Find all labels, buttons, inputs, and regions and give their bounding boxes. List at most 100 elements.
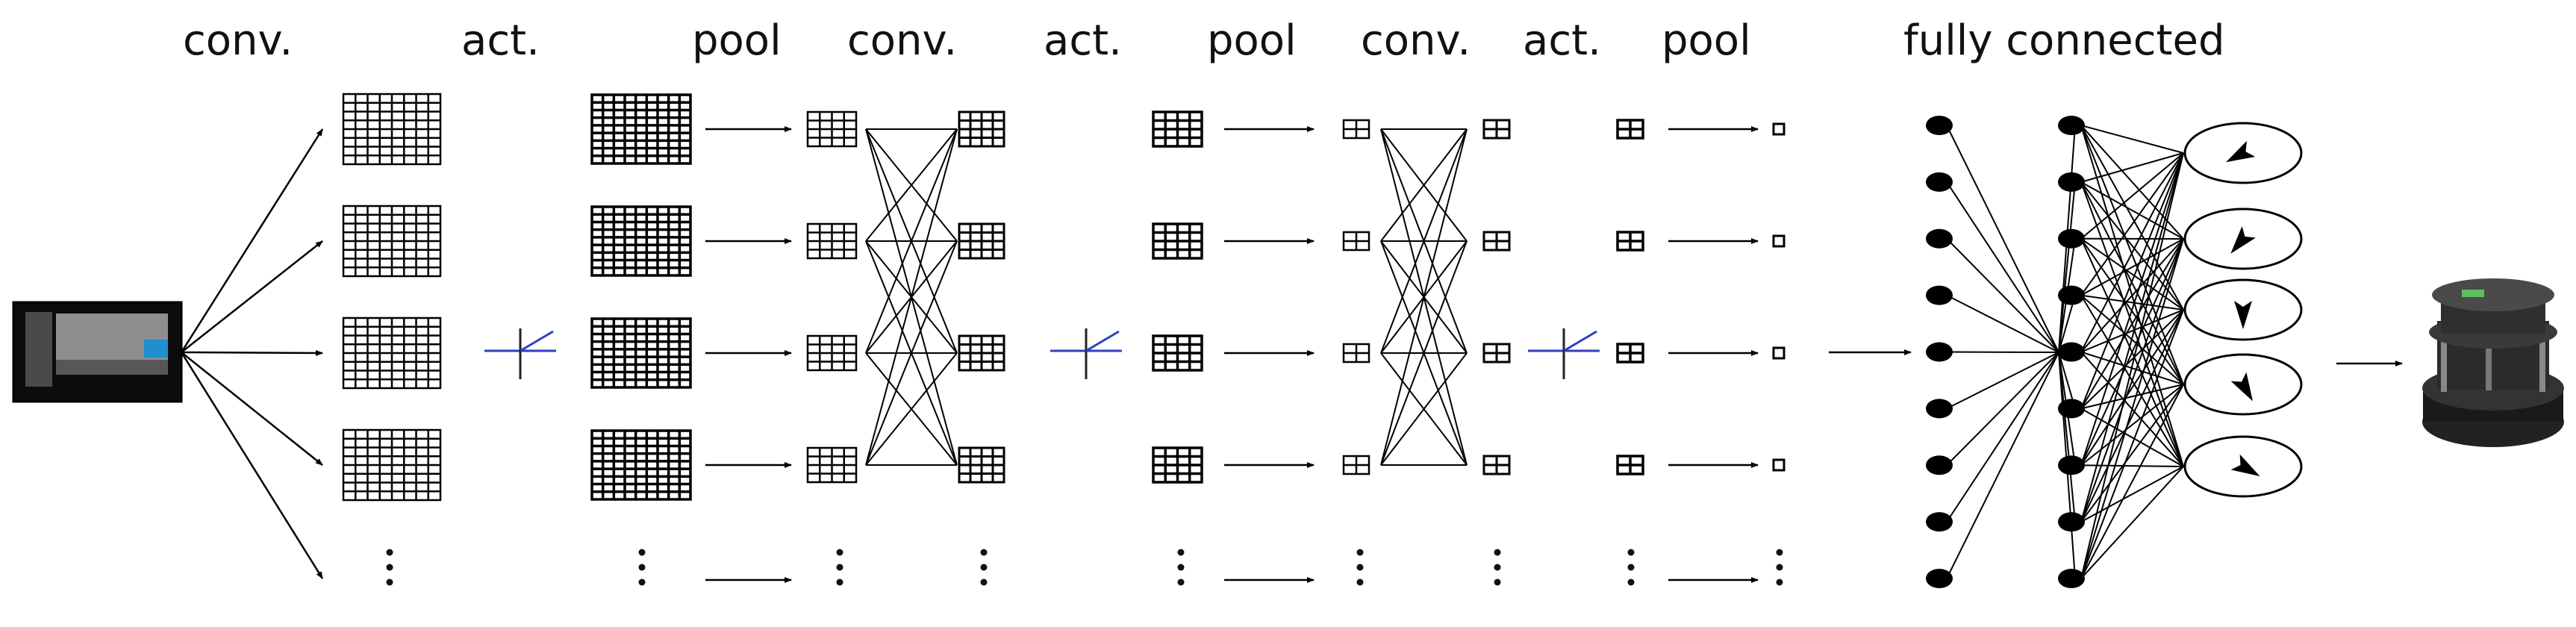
fc2-to-output-connection: [2080, 466, 2184, 523]
conv3-input-map-3: [1342, 343, 1370, 364]
fc1-node-9: [1926, 569, 1953, 588]
fc2-node-4: [2058, 285, 2085, 305]
conv3-input-map-4: [1342, 455, 1370, 475]
fc2-to-output-connection: [2080, 384, 2184, 410]
fc2-to-output-connection: [2080, 125, 2184, 385]
fc1-to-hub-connection: [1946, 125, 2059, 353]
pool2-ellipsis: [1177, 549, 1185, 586]
hard-left-icon: [2226, 140, 2256, 163]
fc2-to-output-connection: [2080, 238, 2184, 385]
conv3-output-map-3: [1482, 343, 1511, 364]
turtlebot-robot-icon: [2422, 278, 2564, 447]
fc2-to-output-connection: [2080, 384, 2184, 522]
fc2-to-output-connection: [2080, 384, 2184, 467]
pool1-ellipsis: [638, 549, 646, 586]
fc2-node-2: [2058, 172, 2085, 192]
conv2-connection: [865, 240, 958, 466]
fc1-node-1: [1926, 116, 1953, 135]
activation-relu-3: [1528, 328, 1600, 379]
pool3-output-unit-4: [1772, 458, 1786, 472]
forward-icon: [2234, 301, 2252, 329]
fc1-to-hub-connection: [1946, 181, 2059, 353]
conv2-output-map-3: [958, 334, 1005, 372]
activation-relu-2: [1050, 328, 1122, 379]
conv2-connection: [865, 128, 958, 466]
conv2-input-map-3: [806, 334, 858, 372]
fc2-to-output-connection: [2080, 152, 2184, 522]
pool3-output-unit-3: [1772, 346, 1786, 360]
fc1-node-4: [1926, 285, 1953, 305]
stage-label-conv1: conv.: [183, 16, 293, 65]
conv1-map-2: [342, 205, 442, 278]
hub-to-fc2-connection: [2058, 181, 2076, 353]
fc2-node-3: [2058, 228, 2085, 249]
pool1-map-1: [590, 93, 692, 165]
hard-right-icon: [2230, 454, 2260, 476]
fc2-to-output-connection: [2080, 125, 2184, 240]
stage-label-pool1: pool: [692, 16, 782, 65]
fc2-to-output-connection: [2080, 152, 2184, 352]
stage-label-act2: act.: [1044, 16, 1122, 65]
fc2-to-output-connection: [2080, 238, 2184, 466]
fc2-to-output-connection: [2080, 309, 2184, 522]
conv1-map-1: [342, 93, 442, 166]
pool1-map-3: [590, 317, 692, 389]
conv3-input-ellipsis: [1356, 549, 1364, 586]
stage-label-fully-connected: fully connected: [1903, 16, 2225, 65]
fc1-to-hub-connection: [1946, 352, 2059, 522]
fc2-to-output-connection: [2080, 152, 2184, 240]
pool1-map-4: [590, 429, 692, 501]
pool1-map-2: [590, 205, 692, 277]
activation-relu-1: [484, 328, 556, 379]
fc2-to-output-connection: [2080, 466, 2184, 579]
fc2-node-8: [2058, 512, 2085, 532]
fc2-to-output-connection: [2080, 309, 2184, 353]
conv2-connection: [865, 128, 958, 354]
fc2-node-9: [2058, 569, 2085, 588]
conv2-input-map-2: [806, 222, 858, 260]
fc2-to-output-connection: [2080, 181, 2184, 240]
fc2-to-output-connection: [2080, 238, 2184, 353]
conv1-map-4: [342, 428, 442, 502]
input-arrow-1: [180, 128, 324, 353]
stage-label-conv2: conv.: [847, 16, 958, 65]
fc2-to-output-connection: [2080, 181, 2184, 385]
fc1-to-hub-connection: [1946, 238, 2059, 353]
fc1-node-6: [1926, 399, 1953, 419]
conv3-output-map-1: [1482, 119, 1511, 140]
stage-label-act1: act.: [461, 16, 540, 65]
conv2-input-map-4: [806, 446, 858, 484]
conv3-input-map-1: [1342, 119, 1370, 140]
stage-label-conv3: conv.: [1361, 16, 1471, 65]
input-arrow-3: [181, 349, 323, 356]
input-arrow-5: [180, 352, 324, 579]
fc2-node-6: [2058, 399, 2085, 419]
pool3-map-2: [1616, 231, 1644, 252]
fc2-to-output-connection: [2080, 125, 2184, 154]
conv2-input-map-1: [806, 110, 858, 148]
fc2-node-7: [2058, 455, 2085, 475]
fc2-to-output-connection: [2080, 152, 2184, 409]
conv2-input-ellipsis: [836, 549, 843, 586]
fc1-to-hub-connection: [1946, 294, 2059, 353]
fc2-to-output-connection: [2080, 408, 2184, 467]
conv2-output-ellipsis: [980, 549, 988, 586]
fc1-node-2: [1926, 172, 1953, 192]
conv1-map-3: [342, 316, 442, 390]
pool2-map-4: [1152, 446, 1203, 484]
conv3-output-map-2: [1482, 231, 1511, 252]
input-arrow-4: [181, 352, 323, 466]
fc2-to-output-connection: [2080, 238, 2184, 409]
fc2-to-output-connection: [2080, 181, 2184, 311]
fc1-to-hub-connection: [1946, 352, 2059, 579]
fc2-to-output-connection: [2080, 152, 2184, 466]
input-depth-image: [12, 301, 183, 403]
fc2-to-output-connection: [2080, 152, 2184, 183]
pool3-ellipsis: [1627, 549, 1635, 586]
conv3-input-map-2: [1342, 231, 1370, 252]
stage-label-act3: act.: [1523, 16, 1601, 65]
fc1-to-hub-connection: [1946, 351, 2059, 353]
conv3-output-map-4: [1482, 455, 1511, 475]
conv3-connection: [1380, 128, 1468, 354]
